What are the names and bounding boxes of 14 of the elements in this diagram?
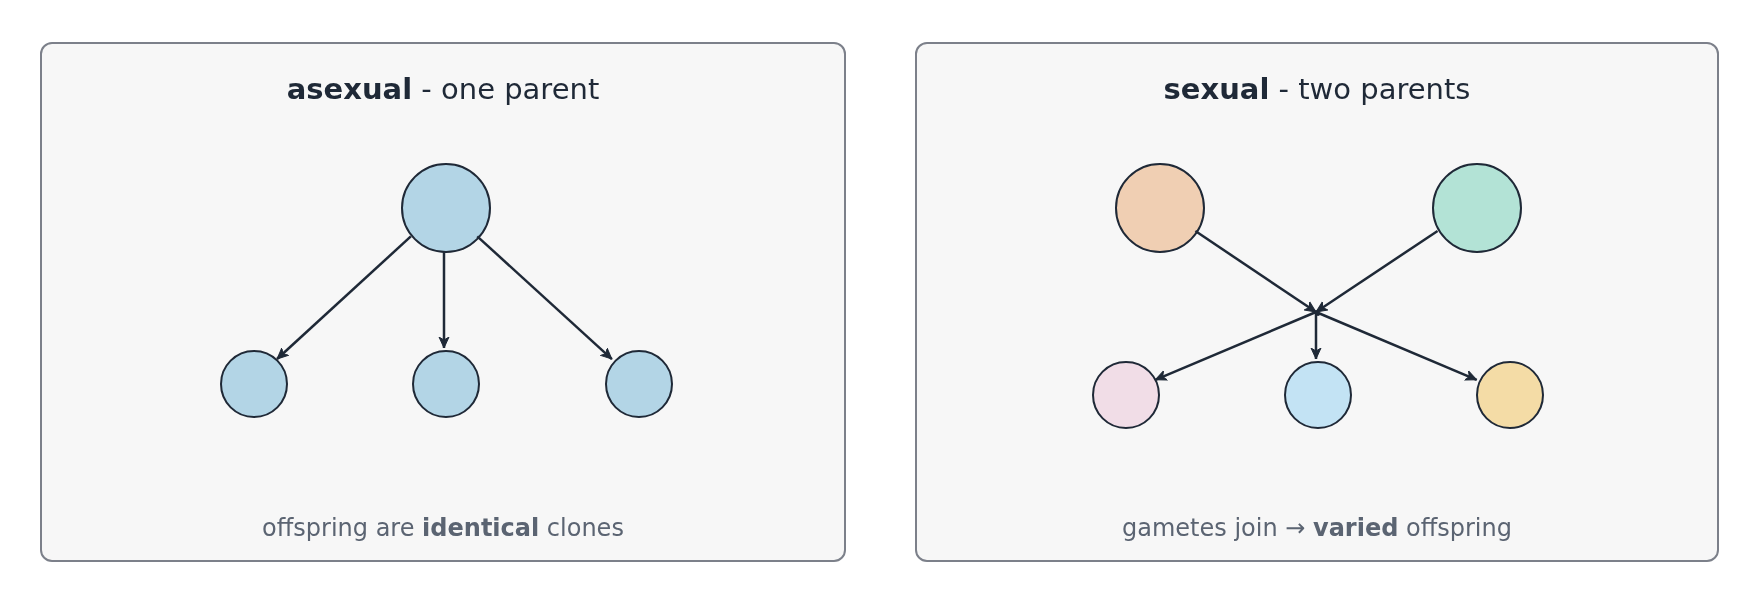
- arrow: [1315, 229, 1439, 314]
- panel-heading: sexual - two parents: [1163, 72, 1471, 106]
- panel-card: [40, 42, 846, 562]
- arrow: [1315, 310, 1478, 381]
- junction-point: [1316, 312, 1320, 316]
- panel-heading: asexual - one parent: [286, 72, 600, 106]
- arrow: [276, 235, 412, 360]
- arrow: [1310, 312, 1322, 360]
- panel-card: [915, 42, 1719, 562]
- arrow: [438, 251, 450, 349]
- panel-caption: gametes join → varied offspring: [1122, 514, 1512, 542]
- arrow: [1154, 310, 1317, 381]
- panel-caption: offspring are identical clones: [262, 514, 624, 542]
- arrow: [476, 235, 613, 360]
